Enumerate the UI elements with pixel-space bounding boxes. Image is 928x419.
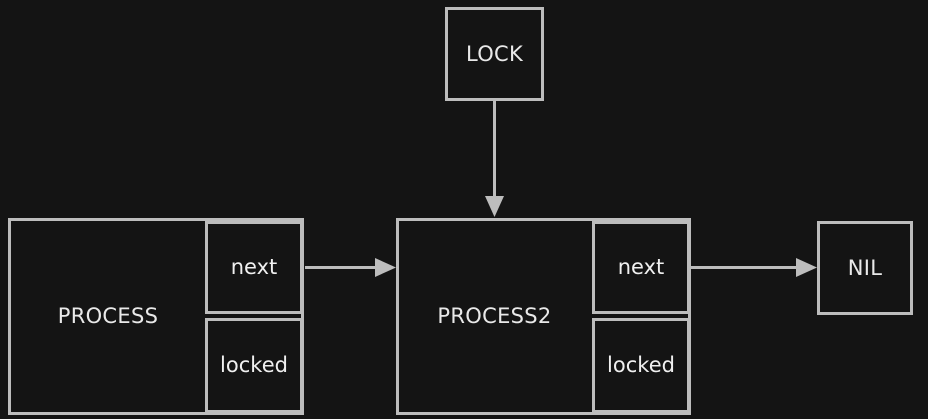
lock-node xyxy=(445,7,544,101)
nil-node-label: NIL xyxy=(847,255,883,280)
process-next-field xyxy=(205,221,303,314)
process-locked-field xyxy=(205,318,303,413)
process2-locked-field-label: locked xyxy=(607,353,675,377)
lock-node-label: LOCK xyxy=(465,41,524,66)
process-locked-field-label: locked xyxy=(220,353,288,377)
arrow-process-next-to-process2 xyxy=(305,258,396,277)
process-next-field-label: next xyxy=(230,255,278,279)
nil-node xyxy=(817,221,913,315)
process2-next-field xyxy=(592,221,690,314)
process-node-label: PROCESS xyxy=(57,304,159,328)
arrow-lock-to-process2 xyxy=(485,101,504,217)
process2-node-label: PROCESS2 xyxy=(437,304,552,328)
process2-next-field-label: next xyxy=(617,255,665,279)
process2-locked-field xyxy=(592,318,690,413)
arrow-process2-next-to-nil xyxy=(691,258,817,277)
